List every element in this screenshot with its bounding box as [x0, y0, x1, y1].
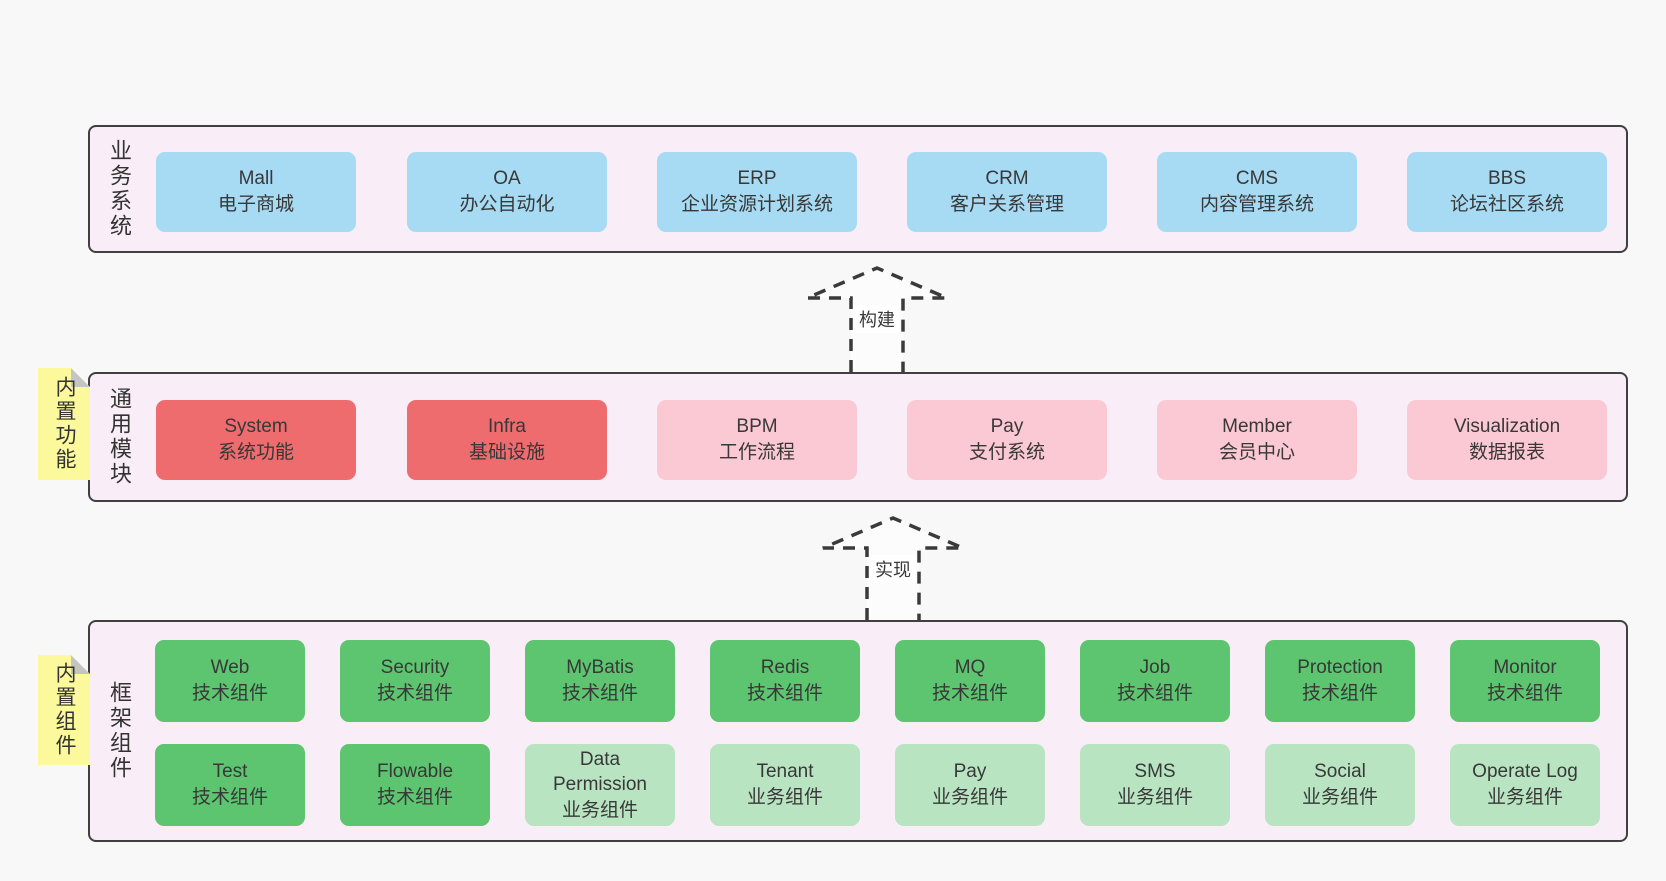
box-monitor: Monitor 技术组件	[1450, 640, 1600, 722]
box-member: Member 会员中心	[1157, 400, 1357, 480]
box-name: Redis	[760, 657, 810, 679]
box-name: OA	[493, 168, 521, 190]
layer-framework-components: 框架组件 Web 技术组件 Security 技术组件 MyBatis 技术组件…	[88, 620, 1628, 842]
layer-business-systems-label: 业务系统	[107, 139, 132, 239]
box-desc: 技术组件	[1486, 683, 1563, 704]
box-desc: 技术组件	[561, 683, 638, 704]
box-desc: 业务组件	[931, 787, 1008, 808]
arrow-implement-label: 实现	[871, 555, 915, 583]
box-name: Infra	[487, 416, 527, 438]
box-name: Pay	[990, 416, 1024, 438]
box-desc: 业务组件	[1301, 787, 1378, 808]
layer-business-systems: 业务系统 Mall 电子商城 OA 办公自动化 ERP 企业资源计划系统 CRM…	[88, 125, 1628, 253]
box-desc: 内容管理系统	[1199, 194, 1314, 215]
box-desc: 企业资源计划系统	[680, 194, 833, 215]
box-flowable: Flowable 技术组件	[340, 744, 490, 826]
box-name: Test	[212, 761, 248, 783]
box-system: System 系统功能	[156, 400, 356, 480]
box-data-permission: Data Permission 业务组件	[525, 744, 675, 826]
sticky-note-builtin-features: 内置功能	[38, 368, 90, 480]
box-mybatis: MyBatis 技术组件	[525, 640, 675, 722]
box-desc: 技术组件	[191, 787, 268, 808]
box-name: Web	[210, 657, 250, 679]
box-desc: 数据报表	[1468, 442, 1545, 463]
box-social: Social 业务组件	[1265, 744, 1415, 826]
box-name: BPM	[736, 416, 778, 438]
box-name: Tenant	[756, 761, 814, 783]
box-desc: 技术组件	[376, 787, 453, 808]
box-name: System	[224, 416, 288, 438]
box-operate-log: Operate Log 业务组件	[1450, 744, 1600, 826]
box-bpm: BPM 工作流程	[657, 400, 857, 480]
box-name: Mall	[238, 168, 274, 190]
box-desc: 系统功能	[217, 442, 294, 463]
box-name: MyBatis	[566, 657, 634, 679]
box-desc: 论坛社区系统	[1449, 194, 1564, 215]
box-desc: 业务组件	[1116, 787, 1193, 808]
box-crm: CRM 客户关系管理	[907, 152, 1107, 232]
box-desc: 基础设施	[468, 442, 545, 463]
box-bbs: BBS 论坛社区系统	[1407, 152, 1607, 232]
box-desc: 技术组件	[1116, 683, 1193, 704]
box-sms: SMS 业务组件	[1080, 744, 1230, 826]
arrow-implement: 实现	[818, 515, 968, 620]
box-test: Test 技术组件	[155, 744, 305, 826]
box-erp: ERP 企业资源计划系统	[657, 152, 857, 232]
box-oa: OA 办公自动化	[407, 152, 607, 232]
arrow-build: 构建	[802, 265, 952, 372]
box-name: ERP	[737, 168, 777, 190]
box-visualization: Visualization 数据报表	[1407, 400, 1607, 480]
box-mall: Mall 电子商城	[156, 152, 356, 232]
box-desc: 技术组件	[931, 683, 1008, 704]
arrow-build-label: 构建	[855, 305, 899, 333]
box-desc: 会员中心	[1218, 442, 1295, 463]
box-name: Protection	[1297, 657, 1383, 679]
box-desc: 技术组件	[376, 683, 453, 704]
box-security: Security 技术组件	[340, 640, 490, 722]
box-name: BBS	[1487, 168, 1527, 190]
box-name: Security	[380, 657, 450, 679]
box-protection: Protection 技术组件	[1265, 640, 1415, 722]
box-desc: 业务组件	[1486, 787, 1563, 808]
box-name: Data Permission	[553, 748, 647, 796]
box-name: MQ	[954, 657, 986, 679]
box-desc: 业务组件	[746, 787, 823, 808]
box-infra: Infra 基础设施	[407, 400, 607, 480]
box-name: Social	[1314, 761, 1366, 783]
box-desc: 业务组件	[561, 799, 638, 821]
box-desc: 技术组件	[191, 683, 268, 704]
layer-common-modules-label: 通用模块	[107, 387, 132, 487]
box-desc: 支付系统	[968, 442, 1045, 463]
box-job: Job 技术组件	[1080, 640, 1230, 722]
box-name: Visualization	[1453, 416, 1561, 438]
box-cms: CMS 内容管理系统	[1157, 152, 1357, 232]
box-tenant: Tenant 业务组件	[710, 744, 860, 826]
box-name: CRM	[985, 168, 1029, 190]
box-name: Job	[1139, 657, 1171, 679]
box-desc: 技术组件	[746, 683, 823, 704]
box-pay-module: Pay 支付系统	[907, 400, 1107, 480]
box-mq: MQ 技术组件	[895, 640, 1045, 722]
box-name: Pay	[953, 761, 987, 783]
layer-common-modules: 通用模块 System 系统功能 Infra 基础设施 BPM 工作流程 Pay…	[88, 372, 1628, 502]
box-desc: 电子商城	[217, 194, 294, 215]
box-name: Operate Log	[1472, 761, 1578, 783]
box-redis: Redis 技术组件	[710, 640, 860, 722]
box-desc: 工作流程	[718, 442, 795, 463]
box-name: SMS	[1134, 761, 1176, 783]
box-name: Member	[1222, 416, 1292, 438]
box-name: Flowable	[376, 761, 454, 783]
sticky-note-builtin-components: 内置组件	[38, 655, 90, 765]
box-web: Web 技术组件	[155, 640, 305, 722]
box-desc: 客户关系管理	[949, 194, 1064, 215]
sticky-note-text: 内置功能	[53, 376, 76, 472]
box-desc: 技术组件	[1301, 683, 1378, 704]
box-name: Monitor	[1493, 657, 1557, 679]
sticky-note-text: 内置组件	[53, 662, 76, 758]
box-pay-component: Pay 业务组件	[895, 744, 1045, 826]
layer-framework-components-label: 框架组件	[107, 681, 132, 781]
box-desc: 办公自动化	[459, 194, 555, 215]
box-name: CMS	[1235, 168, 1279, 190]
